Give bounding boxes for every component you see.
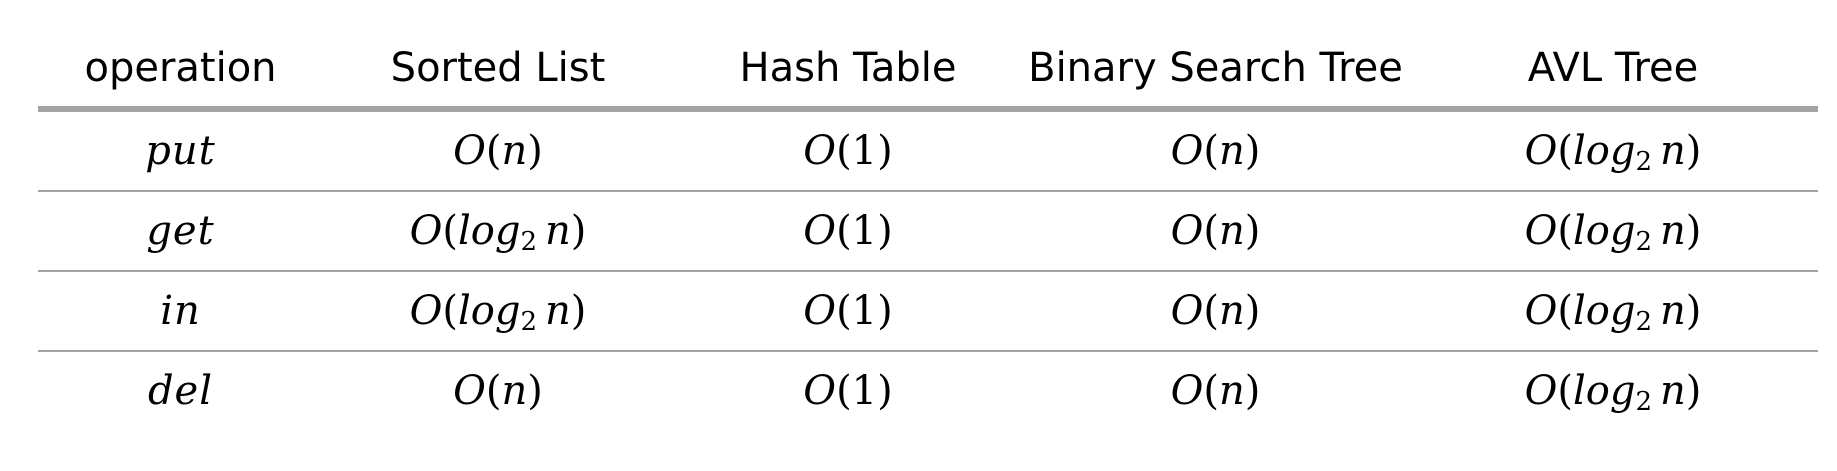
big-o-expression: O(1) [803, 288, 893, 334]
complexity-cell: O(n) [1023, 271, 1408, 352]
big-o-expression: O(log2 n) [409, 208, 587, 257]
header-avl-tree: AVL Tree [1408, 30, 1818, 112]
complexity-cell: O(log2 n) [1408, 109, 1818, 192]
big-o-expression: O(n) [1170, 288, 1261, 334]
complexity-cell: O(1) [673, 109, 1023, 192]
complexity-cell: O(n) [1023, 191, 1408, 272]
complexity-cell: O(n) [1023, 351, 1408, 430]
complexity-cell: O(log2 n) [323, 191, 673, 272]
big-o-expression: O(n) [1170, 128, 1261, 174]
big-o-expression: O(log2 n) [1524, 288, 1702, 337]
big-o-expression: O(log2 n) [409, 288, 587, 337]
complexity-cell: O(1) [673, 191, 1023, 272]
complexity-table: operation Sorted List Hash Table Binary … [38, 30, 1818, 430]
big-o-expression: O(n) [1170, 208, 1261, 254]
table-row: del O(n) O(1) O(n) O(log2 n) [38, 351, 1818, 430]
big-o-expression: O(1) [803, 368, 893, 414]
big-o-expression: O(1) [803, 208, 893, 254]
big-o-expression: O(log2 n) [1524, 128, 1702, 177]
header-operation: operation [38, 30, 323, 112]
big-o-expression: O(1) [803, 128, 893, 174]
big-o-expression: O(n) [453, 128, 543, 174]
complexity-cell: O(1) [673, 351, 1023, 430]
operation-cell: put [38, 109, 323, 192]
operation-cell: get [38, 191, 323, 272]
complexity-cell: O(n) [323, 109, 673, 192]
header-sorted-list: Sorted List [323, 30, 673, 112]
big-o-expression: O(log2 n) [1524, 208, 1702, 257]
table-header: operation Sorted List Hash Table Binary … [38, 30, 1818, 112]
complexity-cell: O(log2 n) [1408, 191, 1818, 272]
header-hash-table: Hash Table [673, 30, 1023, 112]
big-o-expression: O(n) [453, 368, 543, 414]
complexity-cell: O(log2 n) [1408, 351, 1818, 430]
operation-cell: in [38, 271, 323, 352]
big-o-expression: O(n) [1170, 368, 1261, 414]
big-o-expression: O(log2 n) [1524, 368, 1702, 417]
table-row: get O(log2 n) O(1) O(n) O(log2 n) [38, 191, 1818, 272]
complexity-cell: O(1) [673, 271, 1023, 352]
complexity-table-container: operation Sorted List Hash Table Binary … [38, 30, 1818, 430]
complexity-cell: O(log2 n) [323, 271, 673, 352]
complexity-cell: O(n) [323, 351, 673, 430]
table-row: put O(n) O(1) O(n) O(log2 n) [38, 109, 1818, 192]
table-body: put O(n) O(1) O(n) O(log2 n) get O(log2 … [38, 109, 1818, 430]
complexity-cell: O(n) [1023, 109, 1408, 192]
operation-cell: del [147, 368, 214, 414]
header-binary-search-tree: Binary Search Tree [1023, 30, 1408, 112]
complexity-cell: O(log2 n) [1408, 271, 1818, 352]
table-row: in O(log2 n) O(1) O(n) O(log2 n) [38, 271, 1818, 352]
header-row: operation Sorted List Hash Table Binary … [38, 30, 1818, 112]
